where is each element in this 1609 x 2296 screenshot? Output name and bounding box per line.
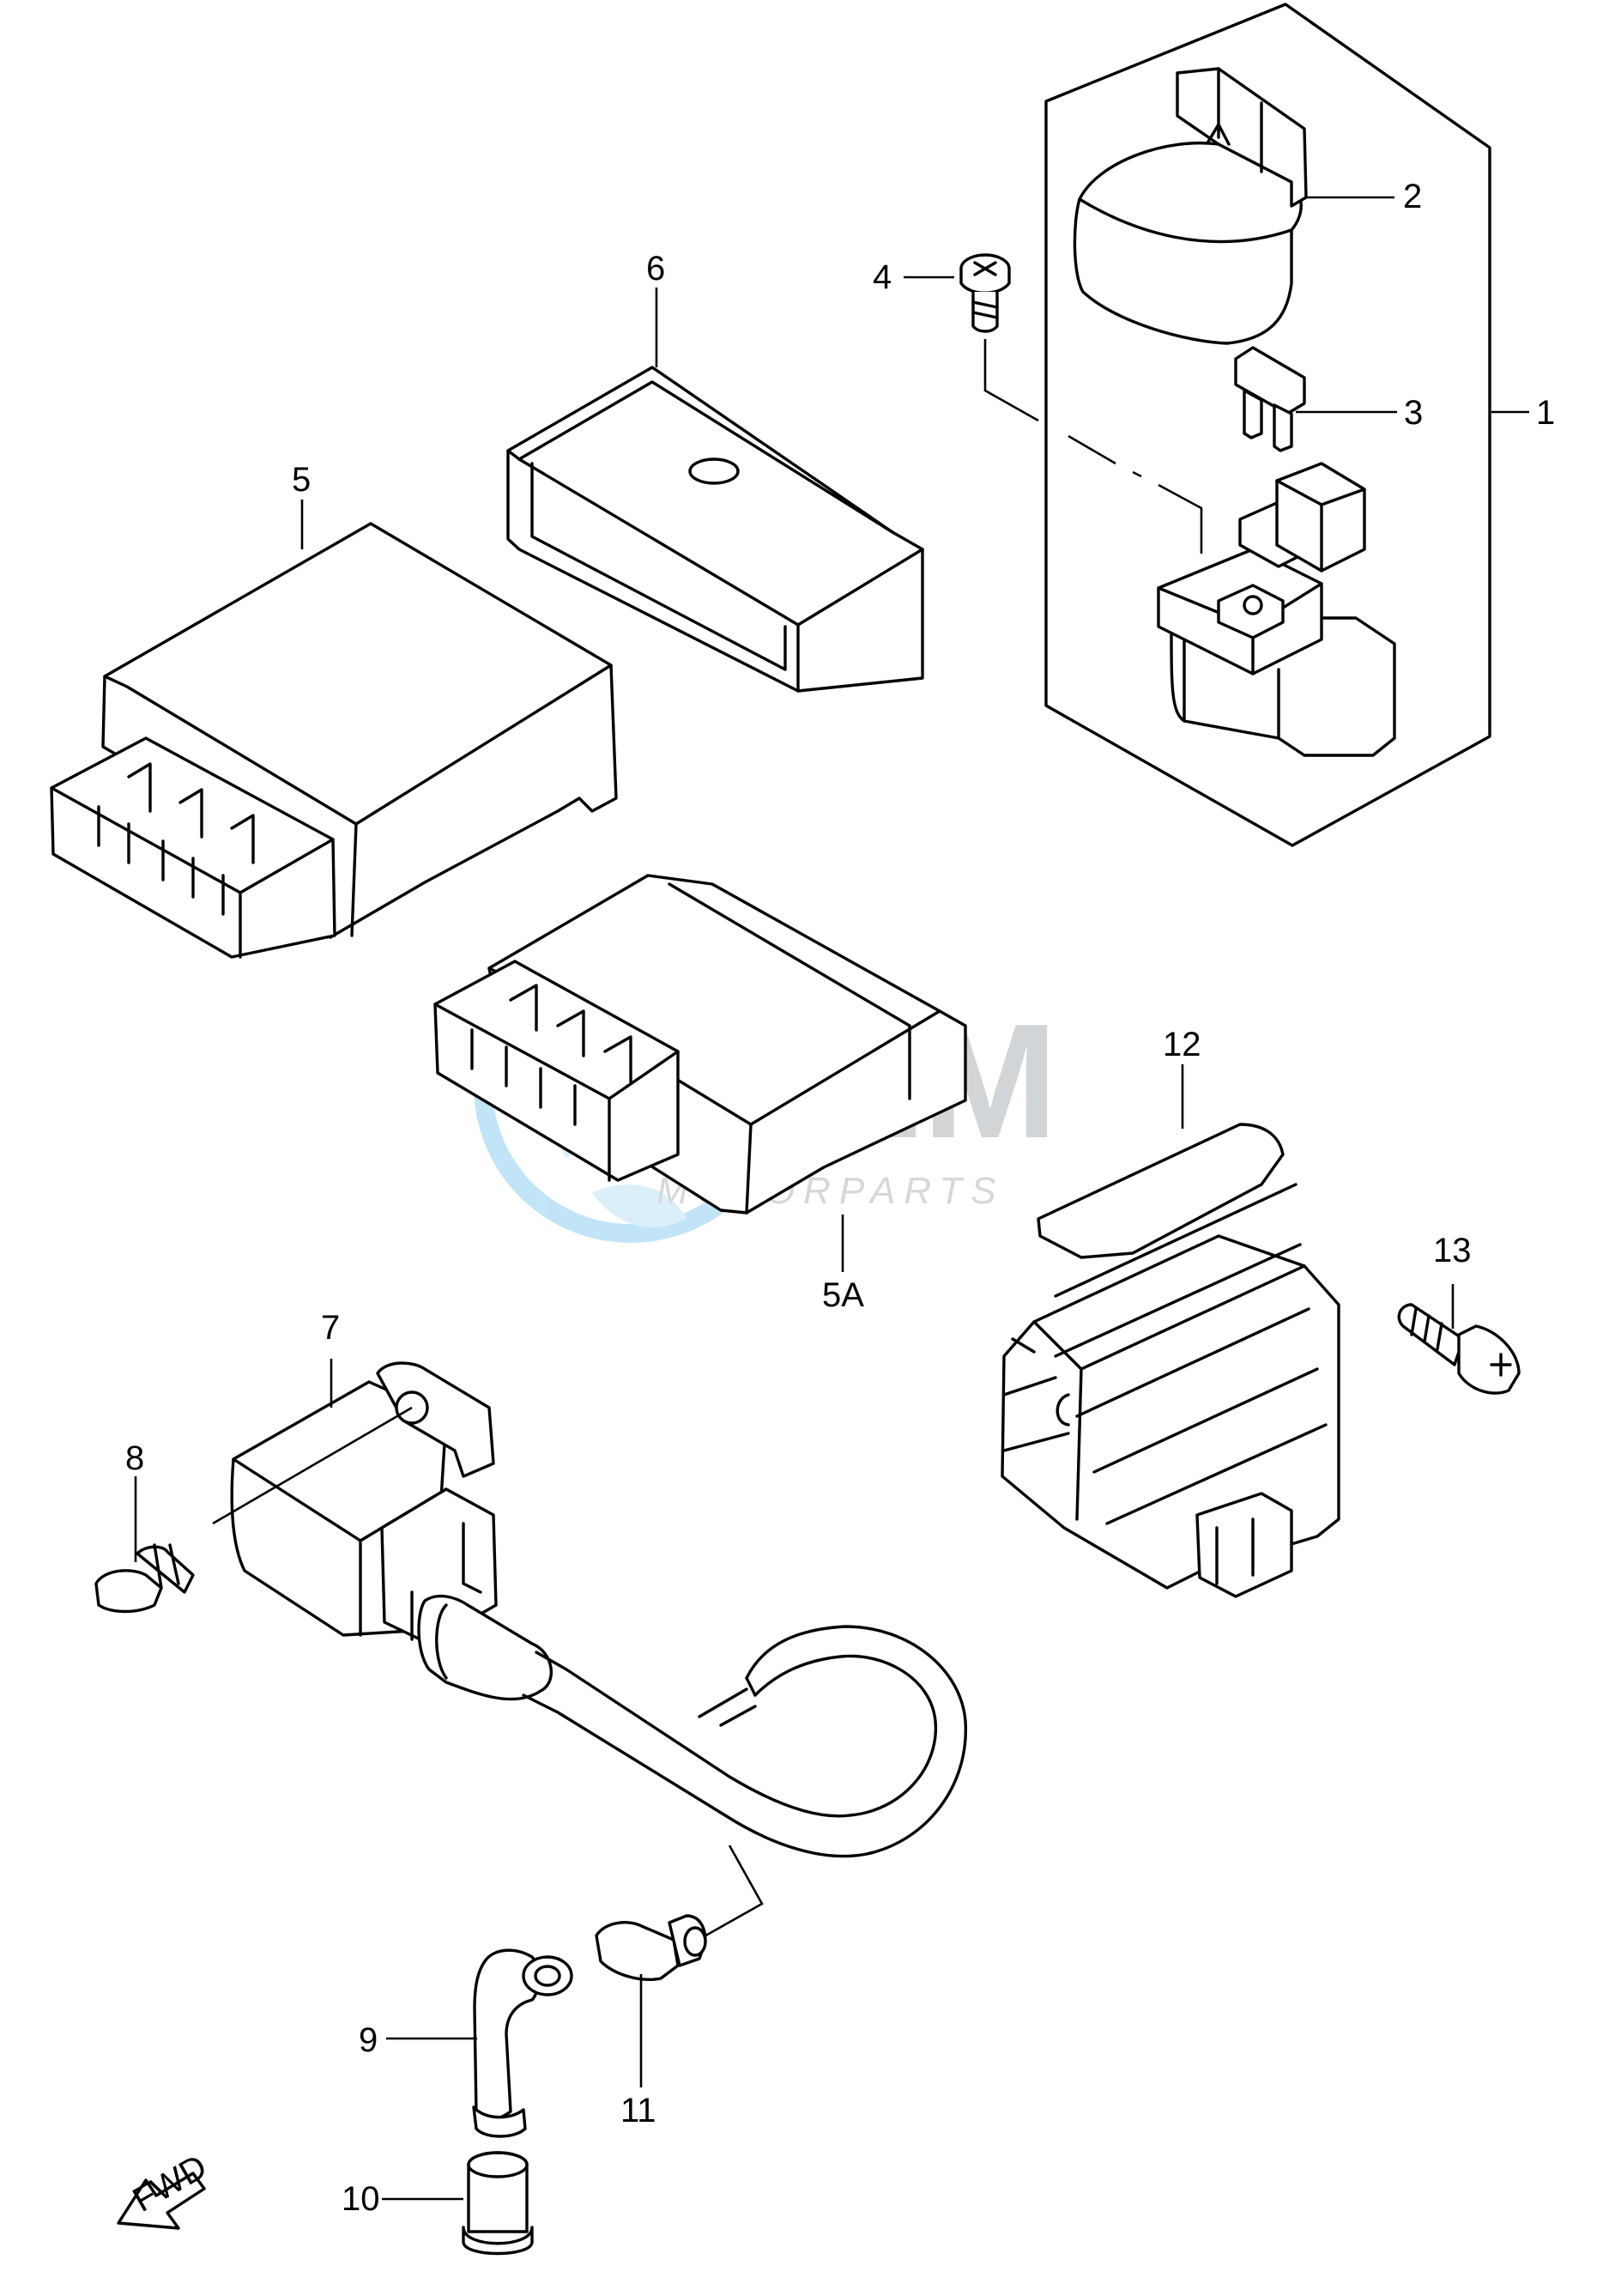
part-7-ignition-coil (230, 1361, 968, 1858)
callout-5a: 5A (822, 1276, 864, 1314)
callout-7: 7 (321, 1309, 340, 1347)
callout-9: 9 (359, 2021, 378, 2059)
coil-to-cap-leader (694, 1845, 764, 1943)
part-6-cover-sleeve (506, 366, 924, 693)
coil-to-bolt-8-leader (212, 1406, 413, 1525)
part-1-starter-relay (1157, 462, 1396, 757)
part-9-elbow-cap (472, 1948, 573, 2138)
part-10-boot (462, 2151, 534, 2256)
part-12-regulator (1001, 1123, 1340, 1598)
assembly-1-outline (1044, 3, 1491, 847)
screw-to-relay-leader (983, 339, 1203, 554)
callout-5: 5 (292, 461, 311, 499)
callout-10: 10 (342, 2180, 380, 2218)
part-5-control-unit (50, 522, 618, 959)
callout-1: 1 (1536, 394, 1555, 432)
part-3-fuse (1234, 346, 1306, 452)
leader-lines (134, 196, 1529, 2201)
part-2-relay-cover (1073, 67, 1308, 345)
part-4-screw (959, 253, 1011, 333)
callout-8: 8 (125, 1439, 144, 1477)
part-8-bolt (94, 1543, 195, 1614)
callout-11: 11 (620, 2092, 656, 2129)
callout-13: 13 (1433, 1232, 1472, 1269)
fwd-arrow-icon: FWD (117, 2148, 213, 2230)
part-5a-control-unit (433, 874, 967, 1215)
callout-12: 12 (1163, 1026, 1201, 1063)
part-13-bolt (1397, 1303, 1521, 1395)
callout-6: 6 (646, 250, 665, 288)
part-11-plug-cap (595, 1914, 707, 1981)
callout-2: 2 (1403, 178, 1422, 215)
callout-3: 3 (1404, 394, 1423, 432)
callout-4: 4 (873, 258, 892, 296)
